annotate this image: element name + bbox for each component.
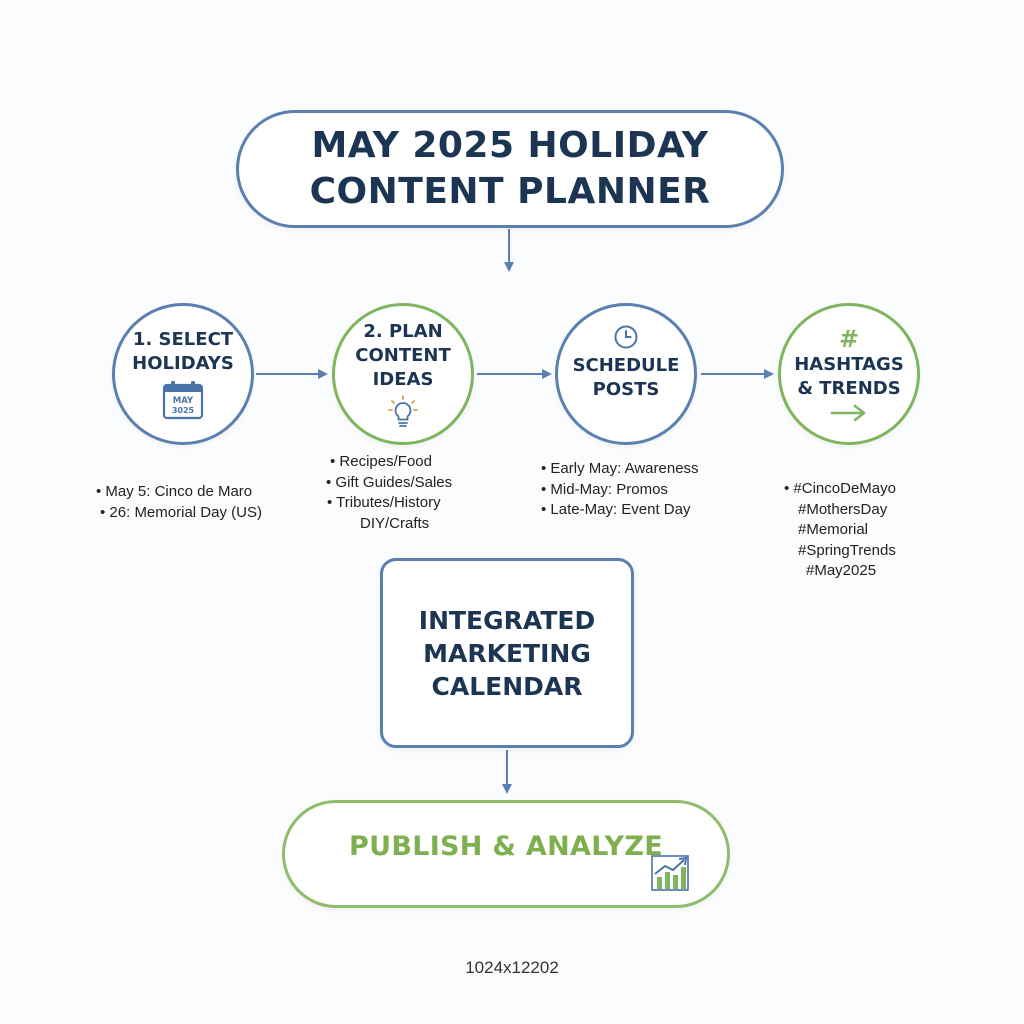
- step-1-line-2: HOLIDAYS: [132, 352, 234, 374]
- list-item: • Tributes/History: [327, 494, 441, 511]
- list-item: #MothersDay: [798, 500, 888, 518]
- hashtags-list: • #CincoDeMayo #MothersDay #Memorial #Sp…: [784, 479, 896, 582]
- step-1-line-1: 1. SELECT: [132, 328, 234, 350]
- list-item: DIY/Crafts: [360, 514, 430, 532]
- title-pill: MAY 2025 HOLIDAY CONTENT PLANNER: [236, 110, 784, 228]
- calendar-box-line-1: INTEGRATED: [418, 605, 596, 635]
- step-select-holidays: 1. SELECT HOLIDAYS MAY 3025: [112, 303, 254, 445]
- step-hashtags-trends: # HASHTAGS & TRENDS: [778, 303, 920, 445]
- arrow-right-icon: [830, 404, 866, 422]
- title-line-2: CONTENT PLANNER: [309, 171, 711, 212]
- calendar-icon-month: MAY: [173, 396, 194, 406]
- clock-icon: [614, 325, 638, 349]
- step-2-line-2: CONTENT: [355, 345, 451, 366]
- list-item: • 26: Memorial Day (US): [100, 503, 262, 521]
- step-2-line-1: 2. PLAN: [363, 321, 443, 342]
- content-ideas-list: • Recipes/Food • Gift Guides/Sales • Tri…: [326, 452, 452, 534]
- publish-label: PUBLISH & ANALYZE: [349, 831, 663, 862]
- holidays-list: • May 5: Cinco de Maro • 26: Memorial Da…: [96, 482, 262, 523]
- list-item: • Mid-May: Promos: [541, 480, 668, 498]
- list-item: #SpringTrends: [798, 541, 896, 559]
- step-4-line-2: & TRENDS: [797, 378, 901, 399]
- schedule-list: • Early May: Awareness • Mid-May: Promos…: [541, 459, 699, 521]
- list-item: • Late-May: Event Day: [541, 501, 691, 518]
- list-item: • Early May: Awareness: [541, 460, 699, 477]
- hashtag-icon: #: [838, 325, 860, 353]
- step-2-line-3: IDEAS: [372, 369, 434, 390]
- step-4-line-1: HASHTAGS: [794, 354, 904, 375]
- list-item: • Recipes/Food: [330, 453, 432, 470]
- calendar-box-line-3: CALENDAR: [431, 671, 583, 701]
- step-plan-content-ideas: 2. PLAN CONTENT IDEAS: [332, 303, 474, 445]
- step-3-line-2: POSTS: [592, 379, 660, 400]
- publish-analyze-pill: PUBLISH & ANALYZE: [282, 800, 730, 908]
- lightbulb-icon: [388, 395, 418, 427]
- list-item: • Gift Guides/Sales: [326, 473, 453, 491]
- step-schedule-posts: SCHEDULE POSTS: [555, 303, 697, 445]
- list-item: #Memorial: [798, 521, 869, 538]
- calendar-icon: MAY 3025: [162, 380, 204, 419]
- list-item: • May 5: Cinco de Maro: [96, 483, 253, 500]
- dimension-caption: 1024x12202: [465, 958, 559, 977]
- step-3-line-1: SCHEDULE: [572, 355, 680, 376]
- title-line-1: MAY 2025 HOLIDAY: [311, 125, 709, 166]
- integrated-calendar-box: INTEGRATED MARKETING CALENDAR: [380, 558, 634, 748]
- growth-chart-icon: [651, 855, 689, 891]
- calendar-icon-year: 3025: [172, 406, 195, 415]
- calendar-box-line-2: MARKETING: [423, 638, 591, 668]
- list-item: #May2025: [806, 562, 877, 579]
- list-item: • #CincoDeMayo: [784, 480, 896, 497]
